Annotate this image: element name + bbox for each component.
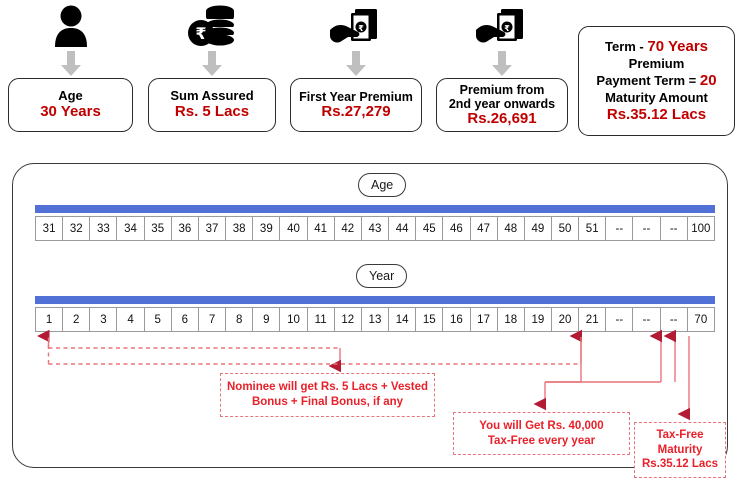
year-cell: 4 xyxy=(117,307,145,332)
age-cell: 35 xyxy=(144,216,172,241)
age-cell: 49 xyxy=(524,216,552,241)
year-cell: 5 xyxy=(144,307,172,332)
year-cell: 13 xyxy=(361,307,390,332)
age-cell: 36 xyxy=(171,216,199,241)
age-axis-bar xyxy=(35,205,715,213)
first-year-premium-card[interactable]: First Year Premium Rs.27,279 xyxy=(290,78,424,136)
summary-cards-row: Age 30 Years xyxy=(0,0,740,152)
age-cell: 42 xyxy=(334,216,362,241)
year-cell: 70 xyxy=(687,307,715,332)
summary-card-renewal-premium[interactable]: ₹ Premium from 2nd year onwards Rs.26,69… xyxy=(436,0,570,136)
age-cell: 43 xyxy=(361,216,390,241)
year-cell: -- xyxy=(633,307,661,332)
age-cell: 31 xyxy=(36,216,64,241)
death-benefit-note: Nominee will get Rs. 5 Lacs + Vested Bon… xyxy=(220,373,435,417)
age-cell: 51 xyxy=(579,216,607,241)
year-cell: 16 xyxy=(443,307,471,332)
year-axis-label-pill: Year xyxy=(356,264,408,288)
year-cell: 14 xyxy=(389,307,417,332)
age-cell: 44 xyxy=(389,216,417,241)
year-cell: 9 xyxy=(253,307,281,332)
svg-text:₹: ₹ xyxy=(358,24,364,33)
age-axis-label-pill: Age xyxy=(358,173,407,197)
arrow-down-icon xyxy=(8,50,133,78)
summary-card-age[interactable]: Age 30 Years xyxy=(8,0,135,136)
age-cell: 37 xyxy=(198,216,227,241)
term-value: 70 Years xyxy=(647,38,708,56)
year-cell: 12 xyxy=(334,307,362,332)
annual-payout-note: You will Get Rs. 40,000 Tax-Free every y… xyxy=(453,412,630,455)
year-cell: 6 xyxy=(171,307,199,332)
age-cell: -- xyxy=(606,216,634,241)
year-cell: 17 xyxy=(470,307,498,332)
svg-text:₹: ₹ xyxy=(195,24,206,43)
year-cell: 3 xyxy=(90,307,118,332)
rupee-coins-icon: ₹ xyxy=(148,2,276,50)
renewal-premium-card[interactable]: Premium from 2nd year onwards Rs.26,691 xyxy=(436,78,570,136)
payout-elbow xyxy=(545,337,582,383)
age-cell: 100 xyxy=(687,216,715,241)
age-card[interactable]: Age 30 Years xyxy=(8,78,135,136)
year-cell: 20 xyxy=(551,307,580,332)
age-cell: 47 xyxy=(470,216,498,241)
year-cell: 2 xyxy=(63,307,91,332)
year-cell: -- xyxy=(660,307,688,332)
year-axis-label: Year xyxy=(369,269,395,283)
ppt-label: Payment Term = xyxy=(596,73,700,88)
summary-card-term-maturity[interactable]: Term - 70 Years Premium Payment Term = 2… xyxy=(578,0,737,140)
age-cell: 46 xyxy=(443,216,471,241)
year-cell: 11 xyxy=(307,307,335,332)
year-cell: 15 xyxy=(416,307,444,332)
year-cell: 10 xyxy=(280,307,308,332)
age-cell: -- xyxy=(633,216,661,241)
age-cell: 41 xyxy=(307,216,335,241)
age-cell: 32 xyxy=(63,216,91,241)
summary-card-first-year-premium[interactable]: ₹ First Year Premium Rs.27,279 xyxy=(290,0,424,136)
term-maturity-card[interactable]: Term - 70 Years Premium Payment Term = 2… xyxy=(578,26,737,140)
maturity-note: Tax-Free Maturity Rs.35.12 Lacs xyxy=(634,422,726,478)
year-cell: 21 xyxy=(579,307,607,332)
year-cell: 7 xyxy=(198,307,227,332)
hand-cash-icon: ₹ xyxy=(290,2,422,50)
term-label: Term - xyxy=(604,39,648,55)
year-cell: 8 xyxy=(226,307,254,332)
age-cell: 40 xyxy=(280,216,308,241)
age-cell: 48 xyxy=(497,216,525,241)
arrow-down-icon xyxy=(290,50,422,78)
person-icon xyxy=(8,2,133,50)
age-axis-label: Age xyxy=(371,178,394,192)
age-cell: 39 xyxy=(253,216,281,241)
age-cell: -- xyxy=(660,216,688,241)
age-cell: 33 xyxy=(90,216,118,241)
age-cell: 50 xyxy=(551,216,580,241)
age-cell: 38 xyxy=(226,216,254,241)
year-axis-bar xyxy=(35,296,715,304)
year-cell: 1 xyxy=(36,307,64,332)
age-cell: 34 xyxy=(117,216,145,241)
hand-cash-icon: ₹ xyxy=(436,2,568,50)
svg-text:₹: ₹ xyxy=(504,24,510,33)
year-cell: 18 xyxy=(497,307,525,332)
ppt-value: 20 xyxy=(699,72,717,89)
age-cell: 45 xyxy=(416,216,444,241)
arrow-down-icon xyxy=(436,50,568,78)
arrow-down-icon xyxy=(148,50,276,78)
year-cell: 19 xyxy=(524,307,552,332)
year-cell: -- xyxy=(606,307,634,332)
summary-card-sum-assured[interactable]: ₹ Sum Assured Rs. 5 Lacs xyxy=(148,0,278,136)
sum-assured-card[interactable]: Sum Assured Rs. 5 Lacs xyxy=(148,78,278,136)
